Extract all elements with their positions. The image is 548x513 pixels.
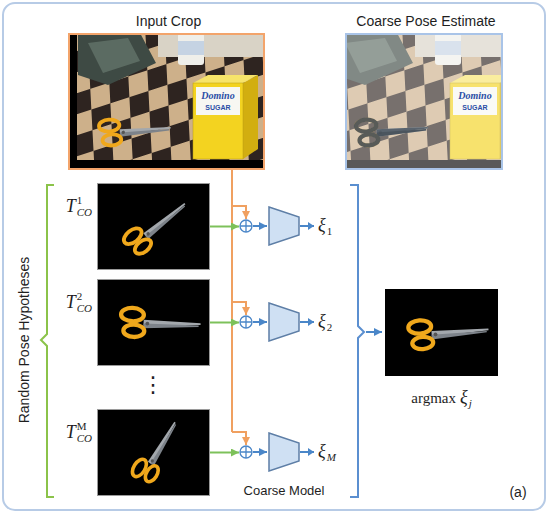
hypothesis-image: T1CO — [97, 183, 210, 270]
score-index: 2 — [327, 321, 333, 333]
output-image: argmaxξj — [385, 289, 498, 376]
subscript: CO — [77, 302, 92, 314]
score-index: 1 — [327, 225, 333, 237]
text-group: Coarse Model — [244, 480, 325, 499]
superscript: 1 — [77, 194, 92, 206]
text-group: ξ1 — [318, 215, 332, 237]
score-index: M — [327, 451, 336, 463]
text-group: argmaxξj — [411, 387, 472, 409]
product-text: SUGAR — [205, 104, 230, 111]
pose-symbol: T — [66, 422, 76, 442]
input-image: Input Crop — [68, 33, 265, 170]
text-group: Coarse Pose Estimate — [356, 11, 495, 30]
hypothesis-image: TMCO — [97, 409, 210, 496]
trapezoid-shape — [269, 303, 299, 341]
text-group: TMCO — [66, 420, 92, 444]
model-block: ξMCoarse Model — [268, 432, 300, 472]
model-block: ξ2 — [268, 302, 300, 342]
model-arrow — [253, 225, 267, 227]
flow-arrow — [210, 226, 267, 228]
superscript: 2 — [77, 290, 92, 302]
text-group: Input Crop — [136, 11, 201, 30]
pose-symbol: T — [66, 196, 76, 216]
input-arrow — [210, 322, 239, 324]
ellipsis-mark: ⋮ — [142, 372, 164, 397]
trapezoid-outline — [268, 432, 300, 472]
script-stack: MCO — [77, 420, 92, 444]
panel-title: Coarse Pose Estimate — [356, 13, 495, 29]
group-label: Random Pose Hypotheses — [16, 257, 32, 424]
script-stack: 2CO — [77, 290, 92, 314]
model-arrow — [253, 451, 267, 453]
superscript: M — [77, 420, 92, 432]
text-group: ξ2 — [318, 311, 332, 333]
flow-arrow — [210, 322, 267, 324]
score-symbol: ξ — [318, 441, 326, 461]
score-symbol: ξ — [460, 387, 468, 407]
text-group: ξM — [318, 441, 336, 463]
input-arrow — [210, 226, 239, 228]
score-index: j — [469, 397, 472, 409]
model-caption: Coarse Model — [244, 483, 325, 498]
score-symbol: ξ — [318, 311, 326, 331]
product-text: SUGAR — [462, 104, 487, 111]
subscript: CO — [77, 206, 92, 218]
text-group: T2CO — [66, 290, 92, 314]
hypothesis-image: T2CO — [97, 279, 210, 366]
trapezoid-outline — [268, 302, 300, 342]
input-arrow — [210, 452, 239, 454]
panel-tag: (a) — [509, 484, 526, 500]
pose-symbol: T — [66, 292, 76, 312]
product-text: Domino — [458, 90, 491, 101]
trapezoid-shape — [269, 433, 299, 471]
model-block: ξ1 — [268, 206, 300, 246]
panel-title: Input Crop — [136, 13, 201, 29]
estimate-image: Coarse Pose Estimate — [345, 33, 503, 170]
trapezoid-outline — [268, 206, 300, 246]
operator-text: argmax — [411, 390, 456, 406]
script-stack: 1CO — [77, 194, 92, 218]
flow-arrow — [210, 452, 267, 454]
product-text: Domino — [201, 90, 234, 101]
subscript: CO — [77, 432, 92, 444]
score-symbol: ξ — [318, 215, 326, 235]
trapezoid-shape — [269, 207, 299, 245]
model-arrow — [253, 321, 267, 323]
text-group: T1CO — [66, 194, 92, 218]
